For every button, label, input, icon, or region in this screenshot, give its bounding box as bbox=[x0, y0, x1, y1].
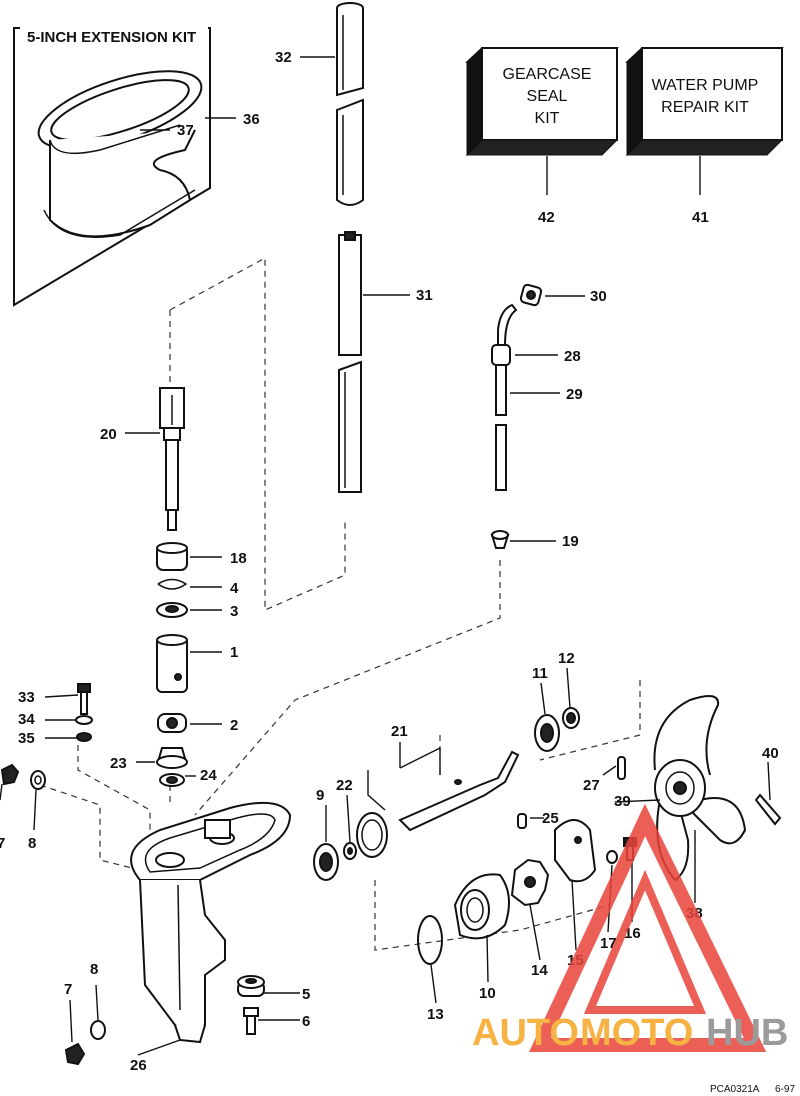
label-7-left: 7 bbox=[0, 835, 5, 852]
kit-42-line-3: KIT bbox=[535, 110, 560, 127]
label-42: 42 bbox=[538, 209, 555, 226]
label-39: 39 bbox=[614, 793, 631, 810]
label-8-left: 8 bbox=[28, 835, 36, 852]
label-1: 1 bbox=[230, 644, 238, 661]
watermark-moto: MOTO bbox=[580, 1012, 693, 1054]
label-26: 26 bbox=[130, 1057, 147, 1074]
extension-kit-panel: 5-INCH EXTENSION KIT bbox=[13, 25, 211, 307]
part-32-water-tube bbox=[336, 2, 364, 206]
watermark-auto: AUTO bbox=[472, 1012, 579, 1054]
label-14: 14 bbox=[531, 962, 548, 979]
label-7-bottom: 7 bbox=[64, 981, 72, 998]
label-5: 5 bbox=[302, 986, 310, 1003]
watermark-hub: HUB bbox=[706, 1012, 788, 1054]
part-20-shift-shaft bbox=[159, 387, 185, 531]
label-29: 29 bbox=[566, 386, 583, 403]
label-35: 35 bbox=[18, 730, 35, 747]
label-12: 12 bbox=[558, 650, 575, 667]
label-21: 21 bbox=[391, 723, 408, 740]
label-40: 40 bbox=[762, 745, 779, 762]
dashed-guides bbox=[39, 256, 641, 951]
part-26-gearcase-housing bbox=[130, 801, 292, 1044]
label-25: 25 bbox=[542, 810, 559, 827]
label-2: 2 bbox=[230, 717, 238, 734]
label-3: 3 bbox=[230, 603, 238, 620]
extension-kit-title: 5-INCH EXTENSION KIT bbox=[27, 29, 196, 46]
gearcase-seal-kit-box: GEARCASE SEAL KIT bbox=[465, 46, 619, 157]
label-27: 27 bbox=[583, 777, 600, 794]
label-31: 31 bbox=[416, 287, 433, 304]
label-28: 28 bbox=[564, 348, 581, 365]
water-pump-repair-kit-box: WATER PUMP REPAIR KIT bbox=[625, 46, 784, 157]
kit-41-line-2: REPAIR KIT bbox=[661, 99, 749, 116]
label-34: 34 bbox=[18, 711, 35, 728]
kit-42-line-2: SEAL bbox=[527, 88, 568, 105]
label-4: 4 bbox=[230, 580, 239, 597]
label-30: 30 bbox=[590, 288, 607, 305]
shift-stack-parts bbox=[156, 542, 188, 787]
label-37: 37 bbox=[177, 122, 194, 139]
label-11: 11 bbox=[532, 665, 548, 682]
leader-lines bbox=[0, 56, 771, 1056]
nut-washer-left bbox=[0, 763, 106, 1066]
propeller-parts bbox=[617, 695, 782, 882]
label-33: 33 bbox=[18, 689, 35, 706]
label-18: 18 bbox=[230, 550, 247, 567]
label-20: 20 bbox=[100, 426, 117, 443]
label-10: 10 bbox=[479, 985, 496, 1002]
gear-bearing-group bbox=[313, 750, 520, 881]
label-22: 22 bbox=[336, 777, 353, 794]
label-13: 13 bbox=[427, 1006, 444, 1023]
kit-42-line-1: GEARCASE bbox=[503, 66, 592, 83]
automotohub-watermark: AUTO MOTO HUB bbox=[472, 803, 788, 1054]
label-8-bottom: 8 bbox=[90, 961, 98, 978]
label-32: 32 bbox=[275, 49, 292, 66]
label-6: 6 bbox=[302, 1013, 310, 1030]
label-9: 9 bbox=[316, 787, 324, 804]
water-tube-parts bbox=[490, 283, 543, 549]
footer-date: 6-97 bbox=[775, 1084, 795, 1095]
label-36: 36 bbox=[243, 111, 260, 128]
parts-5-6 bbox=[237, 975, 265, 1035]
label-24: 24 bbox=[200, 767, 217, 784]
water-pump-parts bbox=[417, 813, 637, 965]
label-23: 23 bbox=[110, 755, 127, 772]
label-41: 41 bbox=[692, 209, 709, 226]
kit-41-line-1: WATER PUMP bbox=[652, 77, 759, 94]
label-19: 19 bbox=[562, 533, 579, 550]
bearing-seal-group bbox=[534, 707, 580, 752]
part-31-driveshaft bbox=[338, 231, 362, 493]
footer-code: PCA0321A bbox=[710, 1084, 760, 1095]
screw-washer-parts bbox=[75, 683, 93, 742]
